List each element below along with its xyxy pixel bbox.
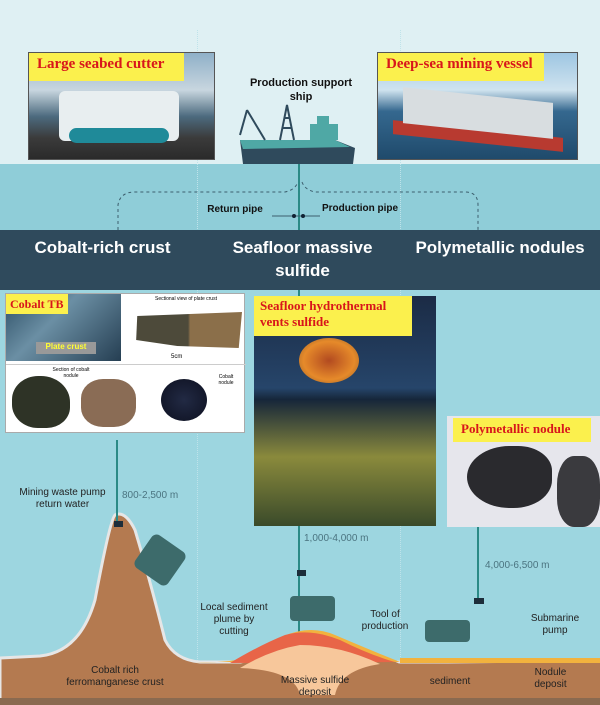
cobalt-panel: Cobalt TB Plate crust Sectional view of … [5,293,246,433]
seabed-cutter-photo: Large seabed cutter [28,52,215,160]
crust-riser [116,440,118,522]
submarine-pump-icon [474,598,484,604]
depth-sulfide: 1,000-4,000 m [304,533,369,544]
seafloor-terrain [0,512,600,705]
cutter-track [69,128,169,143]
distribution-lines [117,181,479,230]
mining-vessel-photo: Deep-sea mining vessel [377,52,578,160]
crust-pump [114,521,123,527]
scale-label: 5cm [171,354,183,360]
nodule-rock [467,446,552,508]
plate-crust-section-photo [136,312,242,348]
depth-nodule: 4,000-6,500 m [485,560,550,571]
production-pipe-label: Production pipe [321,203,399,214]
plate-crust-label: Plate crust [36,342,96,354]
ship-label: Production support ship [249,77,353,103]
hydrothermal-label: Seafloor hydrothermal vents sulfide [254,296,412,336]
return-pipe-label: Return pipe [207,204,263,215]
sectional-view-label: Sectional view of plate crust [155,296,217,302]
cutter-label: Large seabed cutter [29,53,184,81]
plate-crust-photo: Cobalt TB Plate crust [6,294,121,361]
nodule-collector-icon [425,620,470,642]
nodule-rock-2 [557,456,600,527]
nodule-deposit-label: Nodule deposit [534,667,567,690]
sulfide-label: Massive sulfide deposit [280,675,350,698]
polymetallic-nodule-photo: Polymetallic nodule [447,416,600,527]
cobalt-nodule-black-photo [161,379,207,421]
sediment-label: sediment [429,676,471,687]
cobalt-tb-label: Cobalt TB [6,294,68,314]
category-cobalt-rich-crust: Cobalt-rich crust [34,238,171,257]
category-band [0,230,600,290]
category-seafloor-massive-sulfide: Seafloor massive sulfide [232,238,373,280]
production-support-ship-icon [239,104,355,164]
nodule-section-photo [81,379,136,427]
category-polymetallic-nodules: Polymetallic nodules [415,238,585,257]
tool-label: Tool of production [361,609,409,632]
nodule-riser [477,527,479,599]
plume-label: Local sediment plume by cutting [200,602,268,637]
section-nodule-label: Section of cobalt nodule [52,367,90,379]
crust-label: Cobalt rich ferromanganese crust [66,665,164,688]
waste-label: Mining waste pump return water [19,487,106,510]
depth-crust: 800-2,500 m [122,490,179,501]
sulfide-miner-icon [290,596,335,621]
sea-surface [0,164,600,230]
cobalt-nodule-label: Cobalt nodule [218,374,234,386]
sulfide-pump [297,570,306,576]
cobalt-nodule-photo [12,376,70,428]
nodule-label: Polymetallic nodule [453,418,591,442]
pump-label: Submarine pump [530,613,580,636]
hydrothermal-vent-photo: Seafloor hydrothermal vents sulfide [254,296,436,526]
panel-divider [6,364,246,365]
vent-chimney-top [299,338,359,383]
vessel-label: Deep-sea mining vessel [378,53,544,81]
